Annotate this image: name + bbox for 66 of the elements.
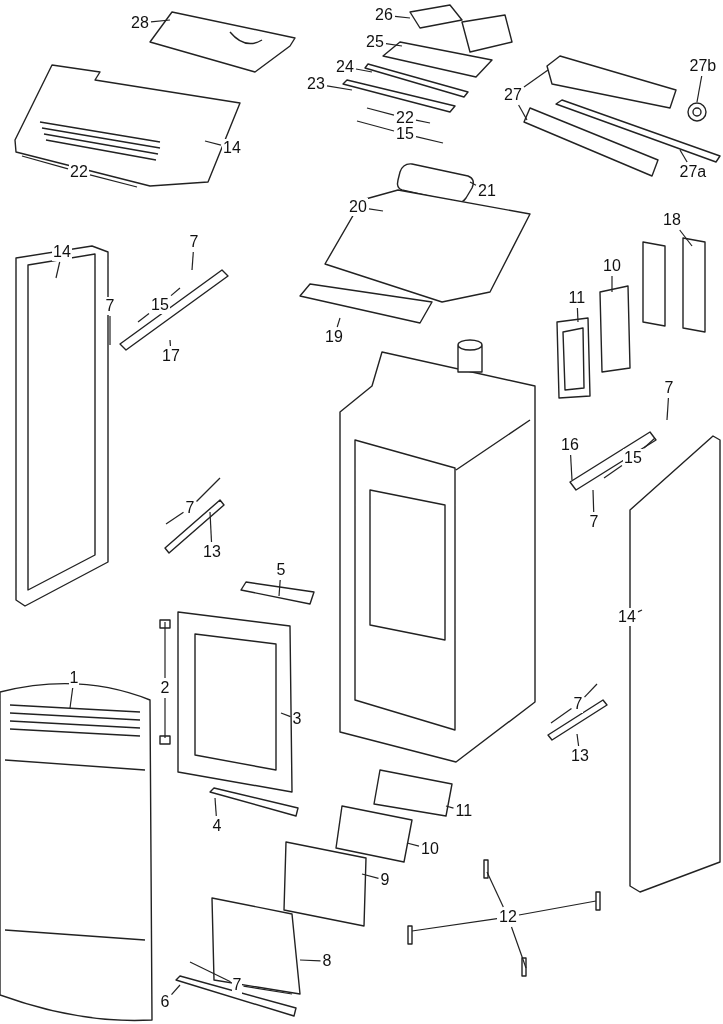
leader-line [406,842,420,847]
leader-line [611,275,613,293]
leader-line [368,208,384,212]
callout-number: 7 [104,297,116,315]
leader-line [550,708,573,724]
leader-line [204,140,222,146]
leader-line [415,136,444,144]
leader-line [356,120,395,132]
leader-line [355,68,373,73]
leader-line [592,489,595,513]
leader-line [486,871,504,908]
leader-line [385,43,403,47]
leader-line [150,19,171,23]
leader-line [170,984,181,996]
leader-line [209,511,213,543]
leader-line [666,397,669,421]
leader-line [679,149,688,163]
leader-line [278,579,281,597]
leader-line [696,75,703,103]
leader-line [576,733,580,747]
leader-line [89,174,138,188]
leader-line [394,15,411,19]
leader-line [679,229,693,247]
leader-line [169,339,171,347]
leader-line [570,454,573,481]
callout-number: 20 [348,198,368,216]
leader-line [637,609,643,613]
leader-line [189,961,232,983]
callout-number: 15 [150,296,170,314]
leader-line [326,85,353,91]
leader-line [280,712,292,718]
callout-number: 7 [231,976,243,994]
leader-line [411,918,498,932]
leader-line [214,797,217,817]
leader-line [55,261,61,279]
leader-line [366,107,395,116]
leader-line [518,104,528,121]
leader-line [643,437,656,449]
callout-number: 7 [572,695,584,713]
leader-line [164,621,166,679]
leader-line [191,251,194,271]
leader-line [195,477,221,503]
leader-line [109,315,111,346]
callout-number: 14 [52,243,72,261]
leader-line [299,959,322,962]
leader-line [510,926,527,969]
leader-line [69,687,74,709]
leader-line [242,985,293,995]
leader-line [165,511,185,525]
leader-line [523,69,549,88]
leader-line [445,805,455,809]
leader-line [415,119,431,124]
leader-line [336,317,341,328]
leader-line [21,155,69,170]
leader-line [603,465,623,479]
leader-line [469,181,477,186]
callout-number: 14 [617,608,637,626]
leader-line [583,683,598,698]
leader-line [137,312,150,323]
leader-line [518,900,597,916]
callout-number: 1 [68,669,80,687]
leader-line [170,287,181,297]
leader-line [361,873,380,879]
grommet-drawing [687,102,707,122]
leader-line [164,697,166,739]
leader-line [576,307,579,323]
